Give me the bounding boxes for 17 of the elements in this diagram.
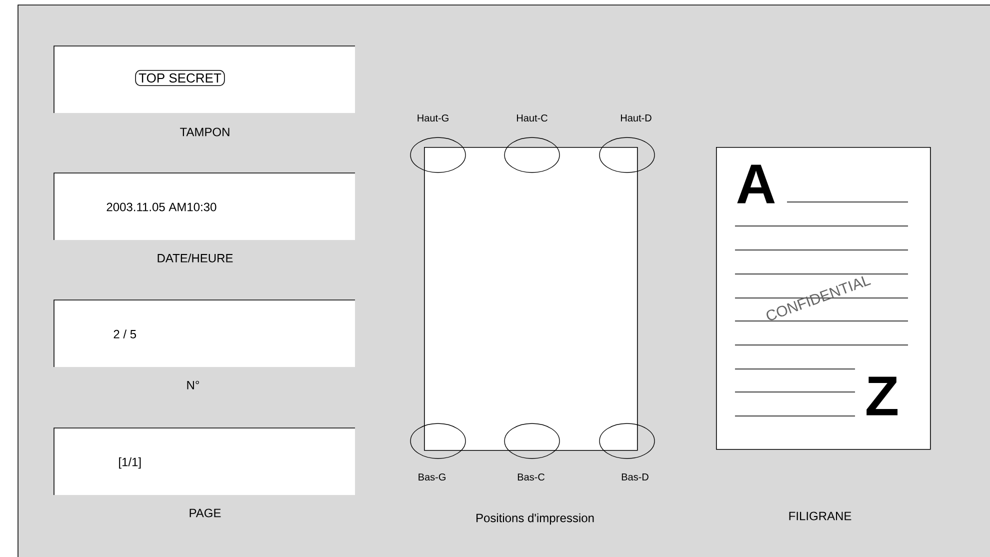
stamp-box: TOP SECRET [135,70,225,86]
caption-label: N° [187,380,200,390]
caption-label: Haut-G [418,114,448,122]
caption-label: Bas-D [622,474,648,480]
caption-label: Haut-D [620,114,652,122]
caption-label: PAGE [190,508,221,518]
text-panel: 2 / 5 [54,300,356,368]
caption-label: DATE/HEURE [158,254,233,262]
caption-label: Haut-C [516,114,548,122]
caption-label: FILIGRANE [789,512,852,520]
caption-label: Bas-C [518,473,545,481]
caption-label: Bas-G [418,473,446,481]
page-outline [424,147,638,451]
text-panel: 2003.11.05 AM10:30 [54,172,356,240]
caption-label: TAMPON [180,128,230,136]
text-panel: [1/1] [54,428,356,496]
caption-label: Positions d'impression [476,513,594,525]
